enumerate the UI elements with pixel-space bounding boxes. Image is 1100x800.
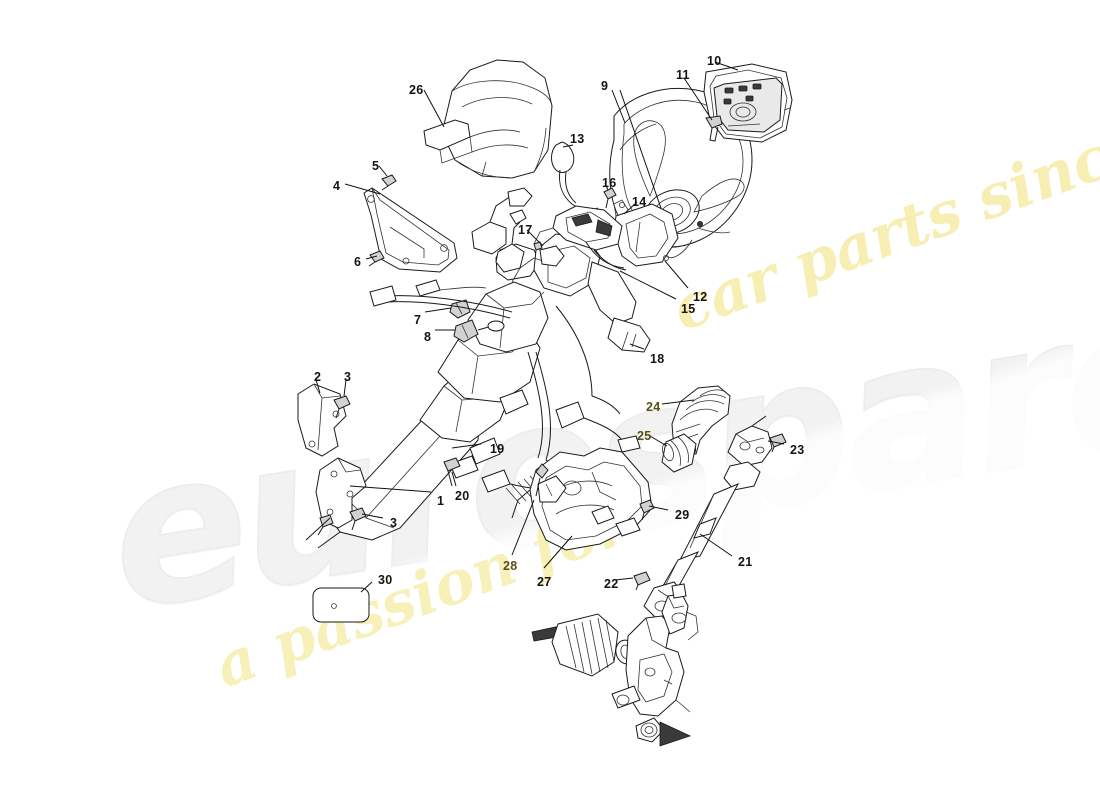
leader-5 [378, 165, 388, 177]
callout-bolt-bracket-upper: 5 [372, 159, 380, 173]
leader-3-lower [361, 513, 384, 519]
part-support-bracket [363, 174, 458, 273]
callout-upper-column-shroud: 26 [409, 83, 424, 97]
callout-clockspring-bracket: 14 [632, 195, 647, 209]
callout-driver-airbag-module: 10 [707, 54, 722, 68]
leader-29 [648, 505, 669, 511]
leader-9b [619, 89, 664, 215]
part-clamp-nuts [449, 299, 505, 343]
leader-23 [767, 440, 785, 445]
leader-1 [349, 485, 432, 493]
callout-clockspring-screw: 16 [602, 176, 617, 190]
callout-lower-joint-pinch-bolt: 22 [604, 577, 619, 591]
leader-13 [562, 144, 574, 148]
leader-30 [360, 581, 373, 593]
callout-support-bracket: 4 [333, 179, 341, 193]
callout-nut-clamp: 7 [414, 313, 422, 327]
callout-intermediate-shaft: 21 [738, 555, 753, 569]
callout-bolt-bracket-lower: 6 [354, 255, 362, 269]
callout-shroud-fixing-screw: 28 [503, 559, 518, 573]
callout-identification-label: 30 [378, 573, 393, 587]
leader-19 [451, 443, 482, 449]
callout-bolt-upper: 3 [344, 370, 352, 384]
leader-17 [526, 229, 544, 247]
callout-lower-column-shroud: 27 [537, 575, 552, 589]
callout-steering-column-gaiter: 24 [646, 400, 661, 414]
part-intermediate-shaft [633, 415, 787, 619]
callout-wheel-trim-cover: 12 [693, 290, 708, 304]
part-mounting-bracket [297, 383, 351, 457]
leader-20 [451, 471, 457, 487]
part-upper-shroud [423, 59, 553, 179]
leader-2 [315, 379, 321, 394]
callout-steering-column-assembly: 1 [437, 494, 445, 508]
part-seal-ring [661, 433, 697, 473]
callout-airbag-retaining-bolt: 11 [676, 68, 690, 82]
leader-16 [604, 182, 609, 191]
part-coupler-lead [551, 141, 599, 211]
leader-7 [424, 307, 452, 313]
callout-column-switch-assembly: 17 [518, 223, 533, 237]
leader-14 [623, 201, 638, 215]
leader-21 [699, 533, 733, 557]
callout-steering-wheel: 9 [601, 79, 609, 93]
part-clockspring-bracket [603, 187, 679, 267]
leader-22 [614, 577, 634, 581]
leader-18 [629, 343, 645, 350]
leader-4 [344, 183, 381, 195]
callout-rotary-coupler-lead: 13 [570, 132, 585, 146]
leader-28 [511, 499, 535, 556]
callout-upper-joint-pinch-bolt: 23 [790, 443, 805, 457]
leader-10 [714, 61, 739, 71]
callout-bolt-lower: 3 [390, 516, 398, 530]
callout-shroud-retaining-screw: 29 [675, 508, 690, 522]
part-id-label [312, 587, 370, 623]
part-steering-rack [531, 583, 699, 747]
callout-indicator-stalk: 18 [650, 352, 665, 366]
callout-gaiter-seal-ring: 25 [637, 429, 652, 443]
leader-15 [619, 270, 677, 300]
callout-column-mounting-bracket: 2 [314, 370, 322, 384]
leader-25 [649, 435, 668, 447]
leader-3-upper [343, 379, 347, 397]
callout-bracket-fixing: 15 [681, 302, 696, 316]
part-airbag-module [703, 63, 793, 143]
callout-ignition-barrel-nut: 8 [424, 330, 432, 344]
leader-27 [543, 535, 573, 569]
leader-26 [423, 89, 445, 128]
leader-6 [365, 255, 378, 260]
part-lower-shroud [511, 447, 655, 551]
leader-12 [664, 260, 689, 289]
leader-11 [683, 77, 713, 121]
callout-harness-clip-screw: 20 [455, 489, 470, 503]
callout-column-wiring-harness: 19 [490, 442, 505, 456]
leader-24 [661, 399, 695, 405]
leader-9 [611, 89, 626, 124]
